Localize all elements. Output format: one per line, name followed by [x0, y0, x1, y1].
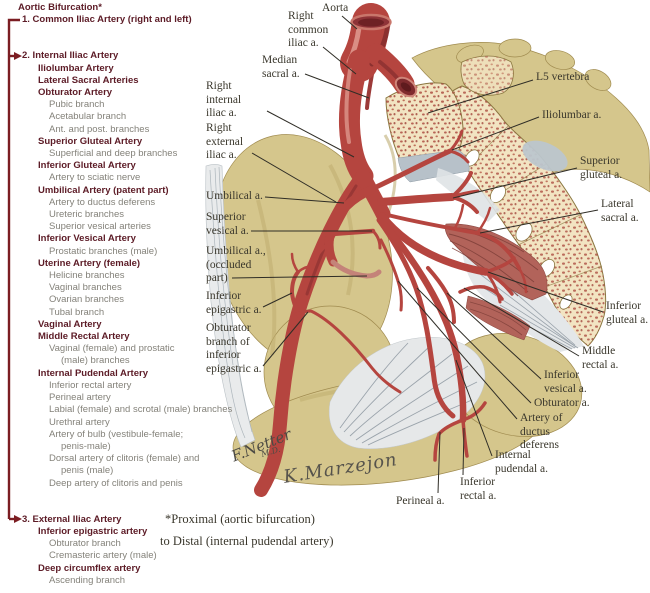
outline-item: (male) branches — [61, 355, 130, 367]
outline-item: Superior Gluteal Artery — [38, 135, 143, 147]
outline-item: Aortic Bifurcation* — [18, 2, 102, 13]
footnote-line1: *Proximal (aortic bifurcation) — [165, 512, 315, 526]
outline-item: Urethral artery — [49, 416, 110, 428]
umbilical-occluded-label-leader — [231, 275, 368, 279]
outline-item: Ascending branch — [49, 574, 126, 586]
obturator-artery — [376, 217, 456, 419]
aorta-label-leader — [341, 15, 358, 30]
superior-gluteal-label-leader — [452, 167, 578, 199]
outline-item: Obturator Artery — [38, 87, 113, 99]
outline-item: Lateral Sacral Arteries — [38, 74, 139, 86]
outline-item: Labial (female) and scrotal (male) branc… — [49, 404, 233, 416]
outline-item: Inferior epigastric artery — [38, 525, 148, 537]
sacrum — [439, 85, 607, 347]
umbilical-label-leader — [264, 196, 345, 204]
right-internal-iliac-label-leader — [266, 110, 355, 158]
inferior-vesical-label-leader — [446, 292, 542, 380]
outline-item: Vaginal (female) and prostatic — [49, 343, 175, 355]
outline-item: Internal Pudendal Artery — [38, 367, 148, 379]
outline-item: Inferior rectal artery — [49, 379, 132, 391]
outline-item: Umbilical Artery (patent part) — [38, 184, 169, 196]
outline-item: Ureteric branches — [49, 209, 124, 221]
outline-item: Obturator branch — [49, 538, 121, 550]
outline-item: Vaginal Artery — [38, 318, 102, 330]
inferior-vesical-artery — [426, 266, 456, 324]
internal-pudendal-artery — [378, 218, 467, 424]
inferior-rectal-label-leader — [462, 427, 465, 476]
outline-item: Deep artery of clitoris and penis — [49, 477, 183, 489]
outline-item: Cremasteric artery (male) — [49, 550, 157, 562]
outline-item: Ant. and post. branches — [49, 123, 150, 135]
right-external-iliac-label-leader — [251, 152, 337, 203]
intervertebral-disc — [397, 140, 568, 222]
footnote-line2: to Distal (internal pudendal artery) — [160, 534, 334, 548]
median-sacral-label-leader — [304, 73, 370, 99]
umbilical-artery — [324, 185, 376, 267]
outline-item: Deep circumflex artery — [38, 562, 141, 574]
obturator-branch-label-leader — [262, 311, 309, 367]
obturator-label-leader — [416, 287, 532, 404]
outline-item: Helicine branches — [49, 270, 125, 282]
perineal-label-leader — [437, 431, 441, 494]
outline-item: penis-male) — [61, 440, 111, 452]
outline-item: Inferior Vesical Artery — [38, 233, 136, 245]
middle-rectal-label-leader — [463, 287, 580, 357]
outline-item: Artery of bulb (vestibule-female; — [49, 428, 184, 440]
outline-item: Acetabular branch — [49, 111, 127, 123]
outline-item: Middle Rectal Artery — [38, 331, 130, 343]
outline-item: Perineal artery — [49, 392, 111, 404]
outline-item: Prostatic branches (male) — [49, 245, 158, 257]
footnote: *Proximal (aortic bifurcation) to Distal… — [160, 508, 334, 552]
iliolumbar-artery — [371, 148, 453, 191]
inferior-gluteal-artery — [378, 212, 490, 276]
right-common-iliac — [338, 49, 374, 187]
outline-item: Superficial and deep branches — [49, 148, 178, 160]
internal-pudendal-label-leader — [455, 359, 493, 457]
l5-vertebra-label-leader — [427, 79, 534, 114]
outline-item: Inferior Gluteal Artery — [38, 160, 136, 172]
leader-lines — [231, 15, 604, 494]
right-common-iliac-label-leader — [322, 46, 357, 75]
ductus-deferens-label-leader — [397, 280, 518, 420]
outline-item: 2. Internal Iliac Artery — [22, 50, 119, 62]
obturator-branch — [294, 309, 402, 394]
outline-item: Pubic branch — [49, 99, 105, 111]
l5-vertebra-body — [385, 55, 514, 161]
superior-gluteal-artery — [377, 193, 456, 206]
lateral-sacral-label-leader — [479, 209, 599, 234]
inferior-epigastric-label-leader — [262, 292, 293, 308]
outline-item: Vaginal branches — [49, 282, 122, 294]
outline-item: Tubal branch — [49, 306, 105, 318]
outline-item: Iliolumbar Artery — [38, 62, 114, 74]
inferior-gluteal-label-leader — [487, 271, 604, 313]
psoas-band — [205, 164, 256, 448]
outline-item: Superior vesical arteries — [49, 221, 151, 233]
perineal-artery — [433, 418, 465, 462]
outline-item: Uterine Artery (female) — [38, 257, 141, 269]
outline-item: 3. External Iliac Artery — [22, 513, 122, 525]
iliolumbar-label-leader — [451, 116, 540, 151]
outline-bracket — [7, 18, 22, 523]
inferior-rectal-artery — [461, 418, 469, 458]
vessel-cut-ends — [350, 13, 418, 98]
outline-item: penis (male) — [61, 465, 114, 477]
middle-rectal-artery — [458, 285, 504, 301]
outline-item: Artery to sciatic nerve — [49, 172, 141, 184]
outline-item: Ovarian branches — [49, 294, 124, 306]
outline-item: Artery to ductus deferens — [49, 196, 156, 208]
outline-item: 1. Common Iliac Artery (right and left) — [22, 14, 192, 26]
internal-iliac — [355, 168, 391, 222]
outline-item: Dorsal artery of clitoris (female) and — [49, 453, 200, 465]
artery-outline: Aortic Bifurcation*1. Common Iliac Arter… — [18, 2, 328, 587]
